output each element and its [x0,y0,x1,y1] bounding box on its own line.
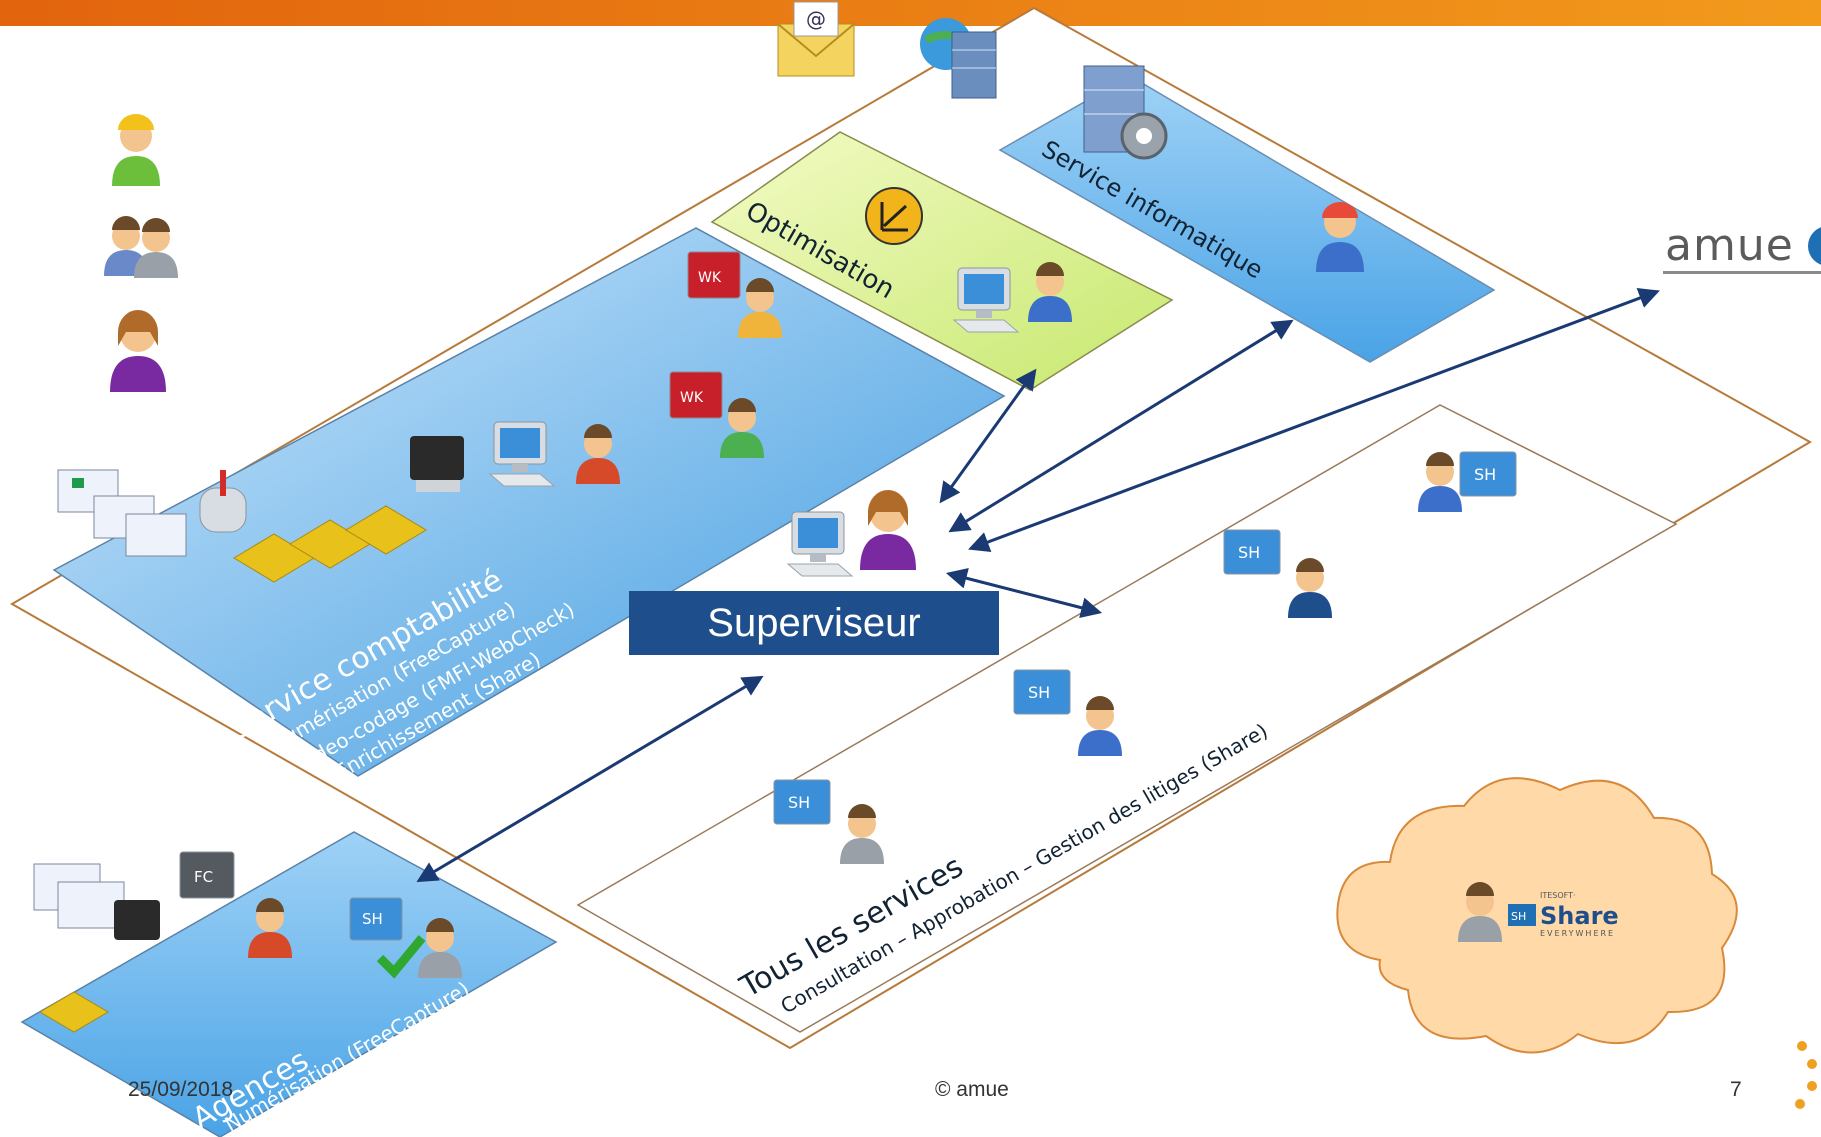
footer-page-number: 7 [1730,1078,1742,1101]
inbox-trays-icon [233,505,427,583]
sh-badge-3: SH [1028,683,1050,702]
sh-badge-1: SH [1474,465,1496,484]
top-bar [0,0,1821,26]
sh-badge-4: SH [788,793,810,812]
fc-workstation-icon: FC [114,851,292,958]
superviseur-workstation-icon [787,490,916,577]
share-vendor: ITESOFT· [1540,891,1576,900]
sh-badge-5: SH [362,910,383,928]
mailbox-icon [57,469,247,557]
wk-workstation-icon-1: WK [687,251,782,338]
sh-workstation-icon-1: SH [1418,451,1517,512]
amue-logo-dot-icon [1808,226,1821,266]
it-technician-icon [1316,202,1364,272]
person-woman-icon [110,310,166,392]
server-gear-icon [1083,65,1168,160]
wk-badge-1: WK [698,270,722,286]
agences-mail-icon [33,863,125,929]
person-worker-icon [112,114,160,186]
share-tagline: EVERYWHERE [1540,929,1615,938]
scanner-workstation-icon [410,421,620,492]
zone-agences [20,831,558,1137]
arrow-superviseur-agences [416,675,764,883]
share-brand: Share [1540,902,1619,930]
wk-workstation-icon-2: WK [669,371,764,458]
email-icon: @ [777,1,855,77]
corner-dots-logo [1795,1041,1817,1109]
amue-logo: amue [1665,220,1794,271]
svg-text:@: @ [806,7,826,31]
agences-tray-icon [39,991,109,1033]
wk-badge-2: WK [680,390,704,406]
share-logo-badge: SH [1511,910,1526,923]
optimisation-chart-icon [865,187,923,245]
sh-validation-workstation-icon: SH [349,897,462,979]
footer-copyright: © amue [935,1078,1009,1101]
footer-date: 25/09/2018 [128,1078,234,1101]
sh-badge-2: SH [1238,543,1260,562]
person-pair-icon [104,216,178,278]
fc-badge: FC [194,868,213,886]
amue-logo-underline [1663,271,1821,274]
share-everywhere-logo: SH ITESOFT· Share EVERYWHERE [1458,882,1619,942]
globe-server-icon [920,18,997,99]
share-cloud [1336,777,1738,1054]
zone-tous-les-services [576,404,1678,1033]
sh-workstation-icon-2: SH [1223,529,1332,618]
sh-workstation-icon-4: SH [773,779,884,864]
arrow-superviseur-tous-services [945,568,1103,618]
superviseur-label: Superviseur [629,591,999,655]
sh-workstation-icon-3: SH [1013,669,1122,756]
arrow-superviseur-amue [968,288,1660,552]
